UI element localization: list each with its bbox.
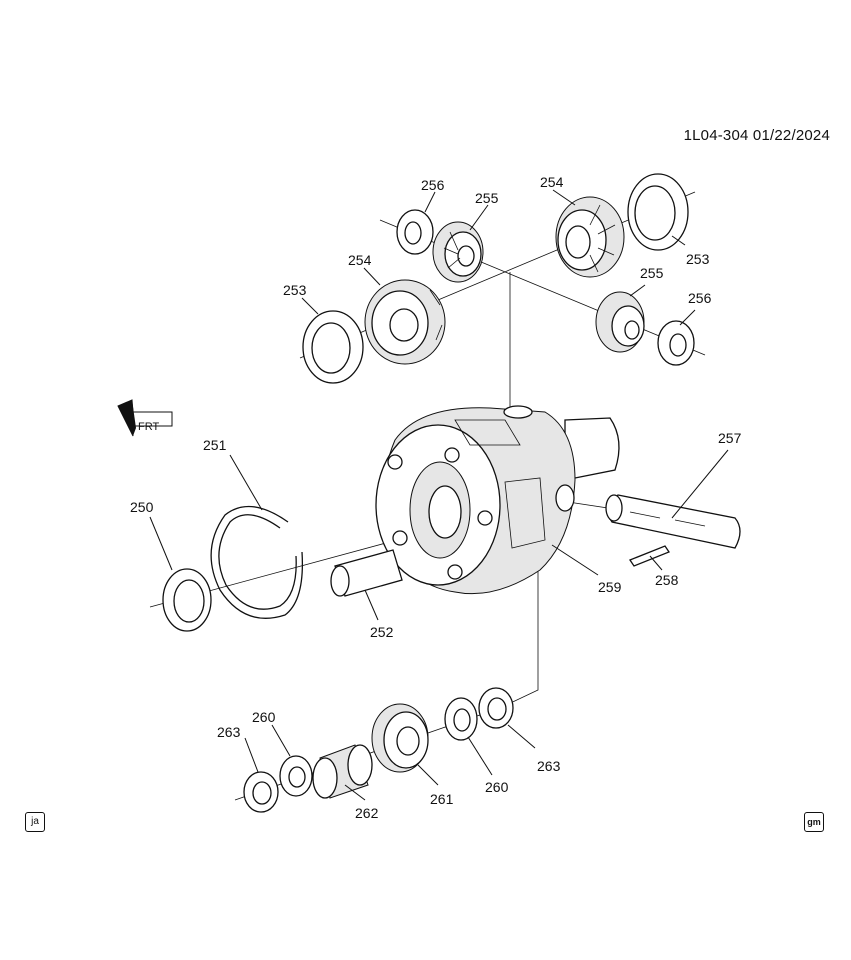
callout-253-lower: 253 xyxy=(283,282,307,298)
callout-254-lower: 254 xyxy=(348,252,372,268)
front-direction-arrow: FRT xyxy=(117,399,173,437)
callout-260-right: 260 xyxy=(485,779,509,795)
pinion-shaft-257 xyxy=(605,494,741,549)
callout-260-left: 260 xyxy=(252,709,276,725)
thrust-washer-253-lower xyxy=(302,310,364,384)
side-gear-254-lower xyxy=(364,279,446,365)
callout-263-left: 263 xyxy=(217,724,241,740)
callout-255-upper: 255 xyxy=(475,190,499,206)
washer-263-left xyxy=(243,771,279,813)
pinion-gear-255-upper xyxy=(432,221,484,283)
lock-pin-258 xyxy=(629,545,670,567)
snap-ring-251 xyxy=(210,505,304,619)
callout-253-upper: 253 xyxy=(686,251,710,267)
callout-263-right: 263 xyxy=(537,758,561,774)
callout-256-upper: 256 xyxy=(421,177,445,193)
callout-labels: 256 255 254 253 254 253 255 256 251 250 … xyxy=(130,174,742,821)
callout-256-lower: 256 xyxy=(688,290,712,306)
brand-badge: gm xyxy=(804,812,824,832)
washer-263-right xyxy=(478,687,514,729)
callout-261: 261 xyxy=(430,791,454,807)
thrust-washer-256-lower xyxy=(657,320,695,366)
callout-252: 252 xyxy=(370,624,394,640)
callout-257: 257 xyxy=(718,430,742,446)
callout-255-lower: 255 xyxy=(640,265,664,281)
sleeve-262 xyxy=(312,744,373,799)
callout-262: 262 xyxy=(355,805,379,821)
language-badge[interactable]: ja xyxy=(25,812,45,832)
helical-gear-261 xyxy=(371,703,429,773)
thrust-washer-256-upper xyxy=(396,209,434,255)
callout-259: 259 xyxy=(598,579,622,595)
leader-lines xyxy=(149,189,729,801)
cross-pin-252 xyxy=(330,549,403,597)
side-gear-254-upper xyxy=(555,196,625,278)
washer-260-right xyxy=(444,697,478,741)
front-arrow-label: FRT xyxy=(138,421,159,433)
callout-250: 250 xyxy=(130,499,154,515)
washer-260-left xyxy=(279,755,313,797)
document-id: 1L04-304 01/22/2024 xyxy=(683,127,830,144)
callout-258: 258 xyxy=(655,572,679,588)
lock-plate-250 xyxy=(162,568,212,632)
callout-251: 251 xyxy=(203,437,227,453)
thrust-washer-253-upper xyxy=(627,173,689,251)
differential-case-259 xyxy=(375,405,620,595)
pinion-gear-255-lower xyxy=(595,291,645,353)
callout-254-upper: 254 xyxy=(540,174,564,190)
